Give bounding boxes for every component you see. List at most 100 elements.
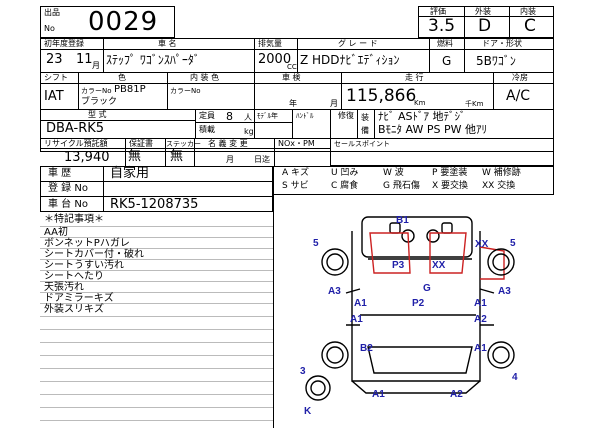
r2-bottom	[40, 109, 554, 110]
r4-sub	[40, 148, 330, 149]
label-mileage: 走 行	[405, 73, 424, 82]
value-fuel: G	[442, 54, 452, 68]
mark-b2: B2	[360, 343, 373, 354]
legend-x: X 要交換	[432, 181, 469, 191]
value-model: DBA-RK5	[46, 121, 105, 136]
label-shift: シフト	[44, 73, 68, 82]
mirror-right	[426, 229, 440, 243]
value-doors-shape: 5Bﾜｺﾞﾝ	[476, 54, 516, 68]
r4-v2	[165, 138, 166, 166]
legend-box	[273, 166, 554, 195]
label-sales-point: セールスポイント	[334, 140, 390, 148]
r4-v1	[125, 138, 126, 166]
door-right	[479, 288, 495, 326]
r2-sub	[40, 83, 554, 84]
label-inspection: 車 検	[282, 73, 301, 82]
value-recycle: 13,940	[64, 150, 110, 165]
r4-v3	[194, 138, 195, 166]
score-overall: 3.5	[428, 16, 456, 36]
front-left-panel-highlight	[369, 232, 411, 274]
score-header-exterior: 外装	[475, 7, 491, 16]
value-warranty: 無	[128, 149, 142, 164]
r4-v4	[274, 138, 275, 166]
r3-sub	[40, 120, 195, 121]
label-equip: 装 備	[361, 113, 369, 135]
door-left	[345, 288, 361, 326]
scores-div-2	[509, 6, 510, 38]
value-nc-month: 月	[226, 155, 234, 164]
label-fuel: 燃料	[437, 39, 453, 48]
note-line-text-4: シートへたり	[44, 271, 104, 282]
right-fender-highlight	[479, 246, 505, 280]
value-equip-1: ﾅﾋﾞ ASﾄﾞｱ 地ﾃﾞｼﾞ	[378, 110, 466, 123]
label-history: 車 歴	[48, 168, 72, 179]
score-header-overall: 評価	[430, 7, 446, 16]
mark-g: G	[423, 283, 431, 294]
label-model-year: ﾓﾃﾞﾙ年	[257, 112, 278, 120]
notes-heading: ＊特記事項＊	[44, 214, 104, 225]
value-year: 23	[46, 52, 63, 67]
front-right-panel-highlight	[429, 232, 467, 274]
mark-xx-center: XX	[432, 260, 446, 271]
value-nc-day: 日迄	[254, 155, 270, 164]
wheel-front-left-inner	[326, 253, 344, 271]
value-capacity: 8	[226, 110, 233, 123]
note-line-12	[40, 368, 273, 369]
note-line-text-1: ボンネットPハガレ	[44, 238, 130, 249]
mark-a3-right: A3	[498, 286, 511, 297]
r1-v4	[429, 38, 430, 72]
score-exterior: D	[478, 16, 492, 36]
legend-xx: XX 交換	[482, 181, 516, 191]
label-sticker: ステッカー	[166, 140, 201, 148]
note-line-text-2: シートカバー付・破れ	[44, 249, 144, 260]
car-diagram	[305, 216, 515, 401]
mark-5-right: 5	[510, 238, 516, 249]
wheel-front-left	[321, 248, 349, 276]
value-mileage: 115,866	[346, 86, 417, 106]
note-line-11	[40, 355, 273, 356]
r1-v1	[103, 38, 104, 72]
r1-v5	[464, 38, 465, 72]
r3-v1	[195, 109, 196, 138]
legend-g: G 飛石傷	[383, 181, 420, 191]
mark-3: 3	[300, 366, 306, 377]
value-car-name: ｽﾃｯﾌﾟ ﾜｺﾞﾝｽﾊﾟｰﾀﾞ	[106, 53, 200, 67]
value-inspection-year: 年	[289, 99, 297, 108]
label-load: 積載	[199, 125, 215, 134]
r1-bottom	[40, 72, 554, 73]
legend-a: A キズ	[282, 168, 310, 178]
mark-p3: P3	[392, 260, 405, 271]
note-line-text-5: 天張汚れ	[44, 282, 84, 293]
legend-s: S サビ	[282, 181, 309, 191]
label-first-reg: 初年度登録	[44, 39, 84, 48]
note-line-8	[40, 316, 273, 317]
value-km: Km	[414, 99, 426, 107]
label-doors-shape: ドア・形状	[482, 39, 522, 48]
mark-xx-right: XX	[475, 239, 489, 250]
note-line-text-3: シートうすい汚れ	[44, 260, 124, 271]
note-line-4	[40, 270, 273, 271]
r3-v6	[374, 109, 375, 138]
legend-c: C 腐食	[331, 181, 359, 191]
r3-mid	[195, 122, 292, 123]
label-registration: 登 録 No	[48, 183, 88, 194]
label-ac: 冷房	[512, 73, 528, 82]
value-color-no: PB81P	[114, 84, 146, 95]
value-color-name: ブラック	[81, 97, 118, 107]
note-line-5	[40, 281, 273, 282]
mark-5-left: 5	[313, 238, 319, 249]
note-line-16	[40, 420, 273, 421]
r2-v4	[341, 72, 342, 109]
value-month: 11	[76, 52, 93, 67]
wheel-front-right	[487, 248, 515, 276]
legend-w-repair: W 補修跡	[482, 168, 521, 178]
mark-4: 4	[512, 372, 518, 383]
value-interior-no-label: カラーNo	[170, 87, 201, 95]
label-warranty: 保証書	[129, 139, 153, 148]
r1-v3	[297, 38, 298, 72]
r2-v2	[167, 72, 168, 109]
wheel-rear-left-inner	[326, 346, 344, 364]
mark-a1-right-door: A1	[474, 298, 487, 309]
label-interior: 内 装 色	[190, 73, 220, 82]
note-line-1	[40, 237, 273, 238]
